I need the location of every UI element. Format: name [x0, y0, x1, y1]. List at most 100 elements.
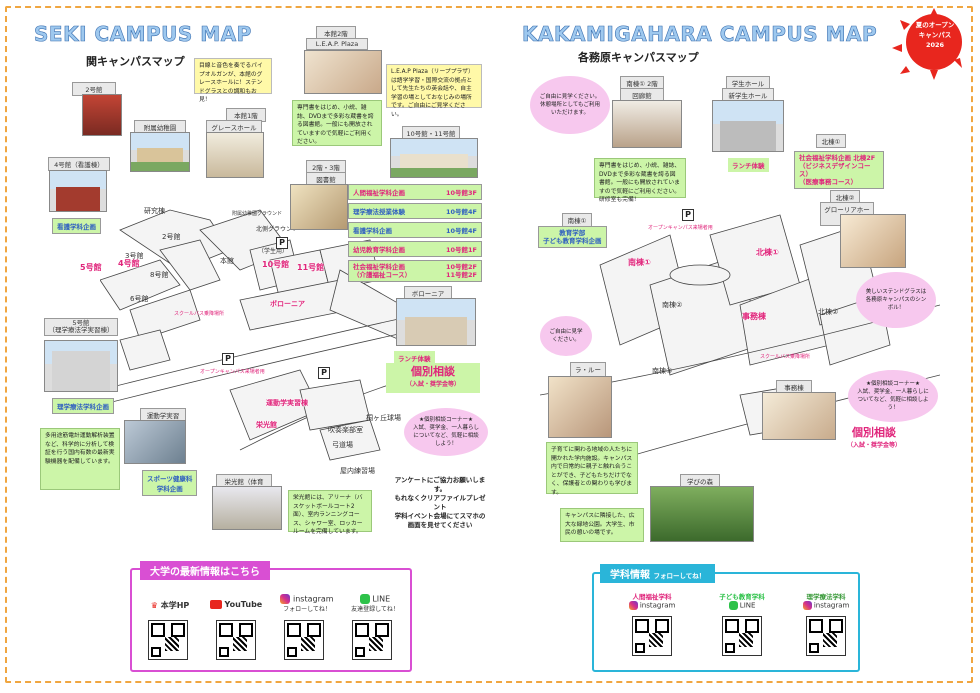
instagram-icon [802, 601, 812, 610]
map-label-north-ground: 北側グラウンド [256, 226, 299, 233]
event-item[interactable]: 理学療法授業体験 10号館4F [348, 203, 482, 219]
map-label-fuzoku-ground: 附属幼稚園グラウンド [232, 211, 283, 217]
map-label-bus: スクールバス乗降場所 [174, 311, 225, 317]
free-cloud-1: ご自由に見学ください。休憩場所としてもご利用いただけます。 [530, 76, 610, 134]
photo-fuzoku [130, 132, 190, 172]
map-label-eiko: 栄光館 [256, 421, 277, 429]
line-label: LINE [340, 594, 410, 604]
dept-sns-1[interactable]: 人間福祉学科 instagram [612, 591, 692, 610]
page-frame [5, 6, 973, 683]
line-name: LINE [372, 594, 391, 604]
dept-sns-2[interactable]: 子ども教育学科 LINE [702, 591, 782, 610]
ig-sub: フォローしてね！ [283, 606, 331, 613]
grace-note: 目線と音色を奏でるパイプオルガンが、本館のグレースホールに！ステンドグラスとの調… [194, 58, 272, 103]
event-label: 理学療法授業体験 [353, 208, 405, 216]
survey-text: アンケートにご協力お願いします。 もれなくクリアファイルプレゼント 学科イベント… [394, 476, 486, 529]
photo-jimu [762, 392, 836, 440]
photo-lawla [548, 376, 612, 438]
label-honkan1: 本館1階 [226, 108, 266, 122]
qr-instagram[interactable] [284, 620, 324, 660]
qr-hp[interactable] [148, 620, 188, 660]
map-label-bolonia: ボローニア [270, 300, 305, 308]
event-label: 社会福祉学科企画 [353, 263, 405, 271]
kmap-minami1: 南棟① [628, 258, 651, 267]
photo-grace [206, 132, 264, 178]
event-label: 幼児教育学科企画 [353, 246, 405, 254]
dept-sns-name: 人間福祉学科 [632, 593, 672, 601]
dept-sns-3[interactable]: 理学療法学科 instagram [786, 591, 866, 610]
qr-dept-1[interactable] [632, 616, 672, 656]
lawla-note: 子育てに関わる地域の人たちに開かれた学内施設。キャンパス内で日常的に親子と触れ合… [546, 442, 638, 496]
label-kita1: 北棟① [816, 134, 846, 148]
open-campus-badge [892, 8, 962, 80]
kobetsu-cloud-k: ★個別相談コーナー★ 入試、奨学金、一人暮らしについてなど、気軽に相談しよう！ [848, 370, 938, 422]
event-place: 10号館2F [445, 263, 477, 271]
event-item[interactable]: 幼児教育学科企画 10号館1F [348, 241, 482, 257]
map-label-kyugi: 屋内練習場 [340, 467, 375, 475]
event-place: 10号館4F [445, 208, 477, 216]
photo-undo [124, 420, 186, 464]
qr-dept-2[interactable] [722, 616, 762, 656]
label-leap: L.E.A.P. Plaza [306, 38, 368, 50]
map-label-b11: 11号館 [297, 263, 325, 272]
qr-dept-3[interactable] [806, 616, 846, 656]
link-instagram[interactable]: instagram フォローしてね！ [272, 594, 342, 613]
link-youtube[interactable]: YouTube [206, 600, 266, 609]
map-label-b4: 4号館 [118, 259, 140, 268]
map-label-kiriga: 桐ヶ丘球場 [366, 414, 401, 422]
map-label-dojo: 弓道場 [332, 441, 353, 449]
link-line[interactable]: LINE 友達登録してね！ [340, 594, 410, 613]
map-label-b10: 10号館 [262, 260, 290, 269]
kaka-subtitle: 各務原キャンパスマップ [578, 51, 699, 64]
photo-leap [304, 50, 382, 94]
dept-shakai-k: 社会福祉学科企画 北棟2F （ビジネスデザインコース） （医療事務コース） [794, 151, 884, 189]
map-label-suiso: 吹奏楽部室 [328, 426, 363, 434]
kobetsu-sub-k: （入試・奨学金等） [846, 442, 901, 449]
kobetsu-title: 個別相談 [411, 365, 455, 378]
dept-sns-label: instagram [612, 601, 692, 610]
instagram-icon [280, 594, 291, 604]
map-label-b6: 6号館 [130, 295, 149, 303]
kaka-title: KAKAMIGAHARA CAMPUS MAP [522, 22, 878, 47]
event-place: 10号館1F [445, 246, 477, 254]
label-bldg5: 5号館（理学療法学実習棟） [44, 318, 118, 336]
hp-logo-icon: ♛ [150, 601, 158, 610]
kmap-jimu: 事務棟 [742, 312, 766, 321]
seki-title: SEKI CAMPUS MAP [34, 22, 252, 47]
qr-youtube[interactable] [216, 620, 256, 660]
seki-campus-map [100, 209, 440, 461]
stained-cloud: 美しいステンドグラスは各務原キャンパスのシンボル！ [856, 272, 936, 328]
dept-head: 学科情報 フォローしてね！ [600, 564, 716, 583]
kmap-bus: スクールバス乗降場所 [760, 354, 811, 360]
dept-sns-name: 理学療法学科 [806, 593, 846, 601]
badge-text: 夏のオープン キャンパス 2026 [910, 20, 960, 50]
event-label: （介護福祉コース） [353, 271, 412, 279]
dept-sns-type: LINE [739, 601, 756, 610]
kobetsu-sub: （入試・奨学金等） [405, 381, 460, 388]
line-sub: 友達登録してね！ [351, 606, 399, 613]
library-note: 専門書をはじめ、小説、雑誌、DVDまで多彩な蔵書を誇る図書館。一般にも開放されて… [292, 100, 382, 146]
youtube-icon [209, 600, 222, 609]
map-label-undo: 運動学実習棟 [266, 399, 308, 407]
line-icon [359, 594, 370, 604]
badge-line3: 2026 [925, 41, 945, 49]
kmap-minami3: 南棟③ [652, 367, 673, 375]
qr-line[interactable] [352, 620, 392, 660]
photo-bldg2 [82, 94, 122, 136]
eiko-note: 栄光館には、アリーナ（バスケットボールコート2面）、室内ランニングコース、シャワ… [288, 490, 372, 535]
photo-bldg5 [44, 340, 118, 392]
yt-label: YouTube [206, 600, 266, 609]
map-label-b3: 3号館 [125, 252, 144, 260]
map-label-b8: 8号館 [150, 271, 169, 279]
ig-name: instagram [292, 594, 334, 604]
photo-eiko [212, 486, 282, 530]
link-hp[interactable]: ♛ 本学HP [140, 600, 200, 611]
hp-label: ♛ 本学HP [140, 600, 200, 611]
badge-line2: キャンパス [918, 31, 952, 39]
map-label-kenkyu: 研究棟 [144, 207, 165, 215]
label-bldg5-name: 5号館 [72, 319, 90, 327]
